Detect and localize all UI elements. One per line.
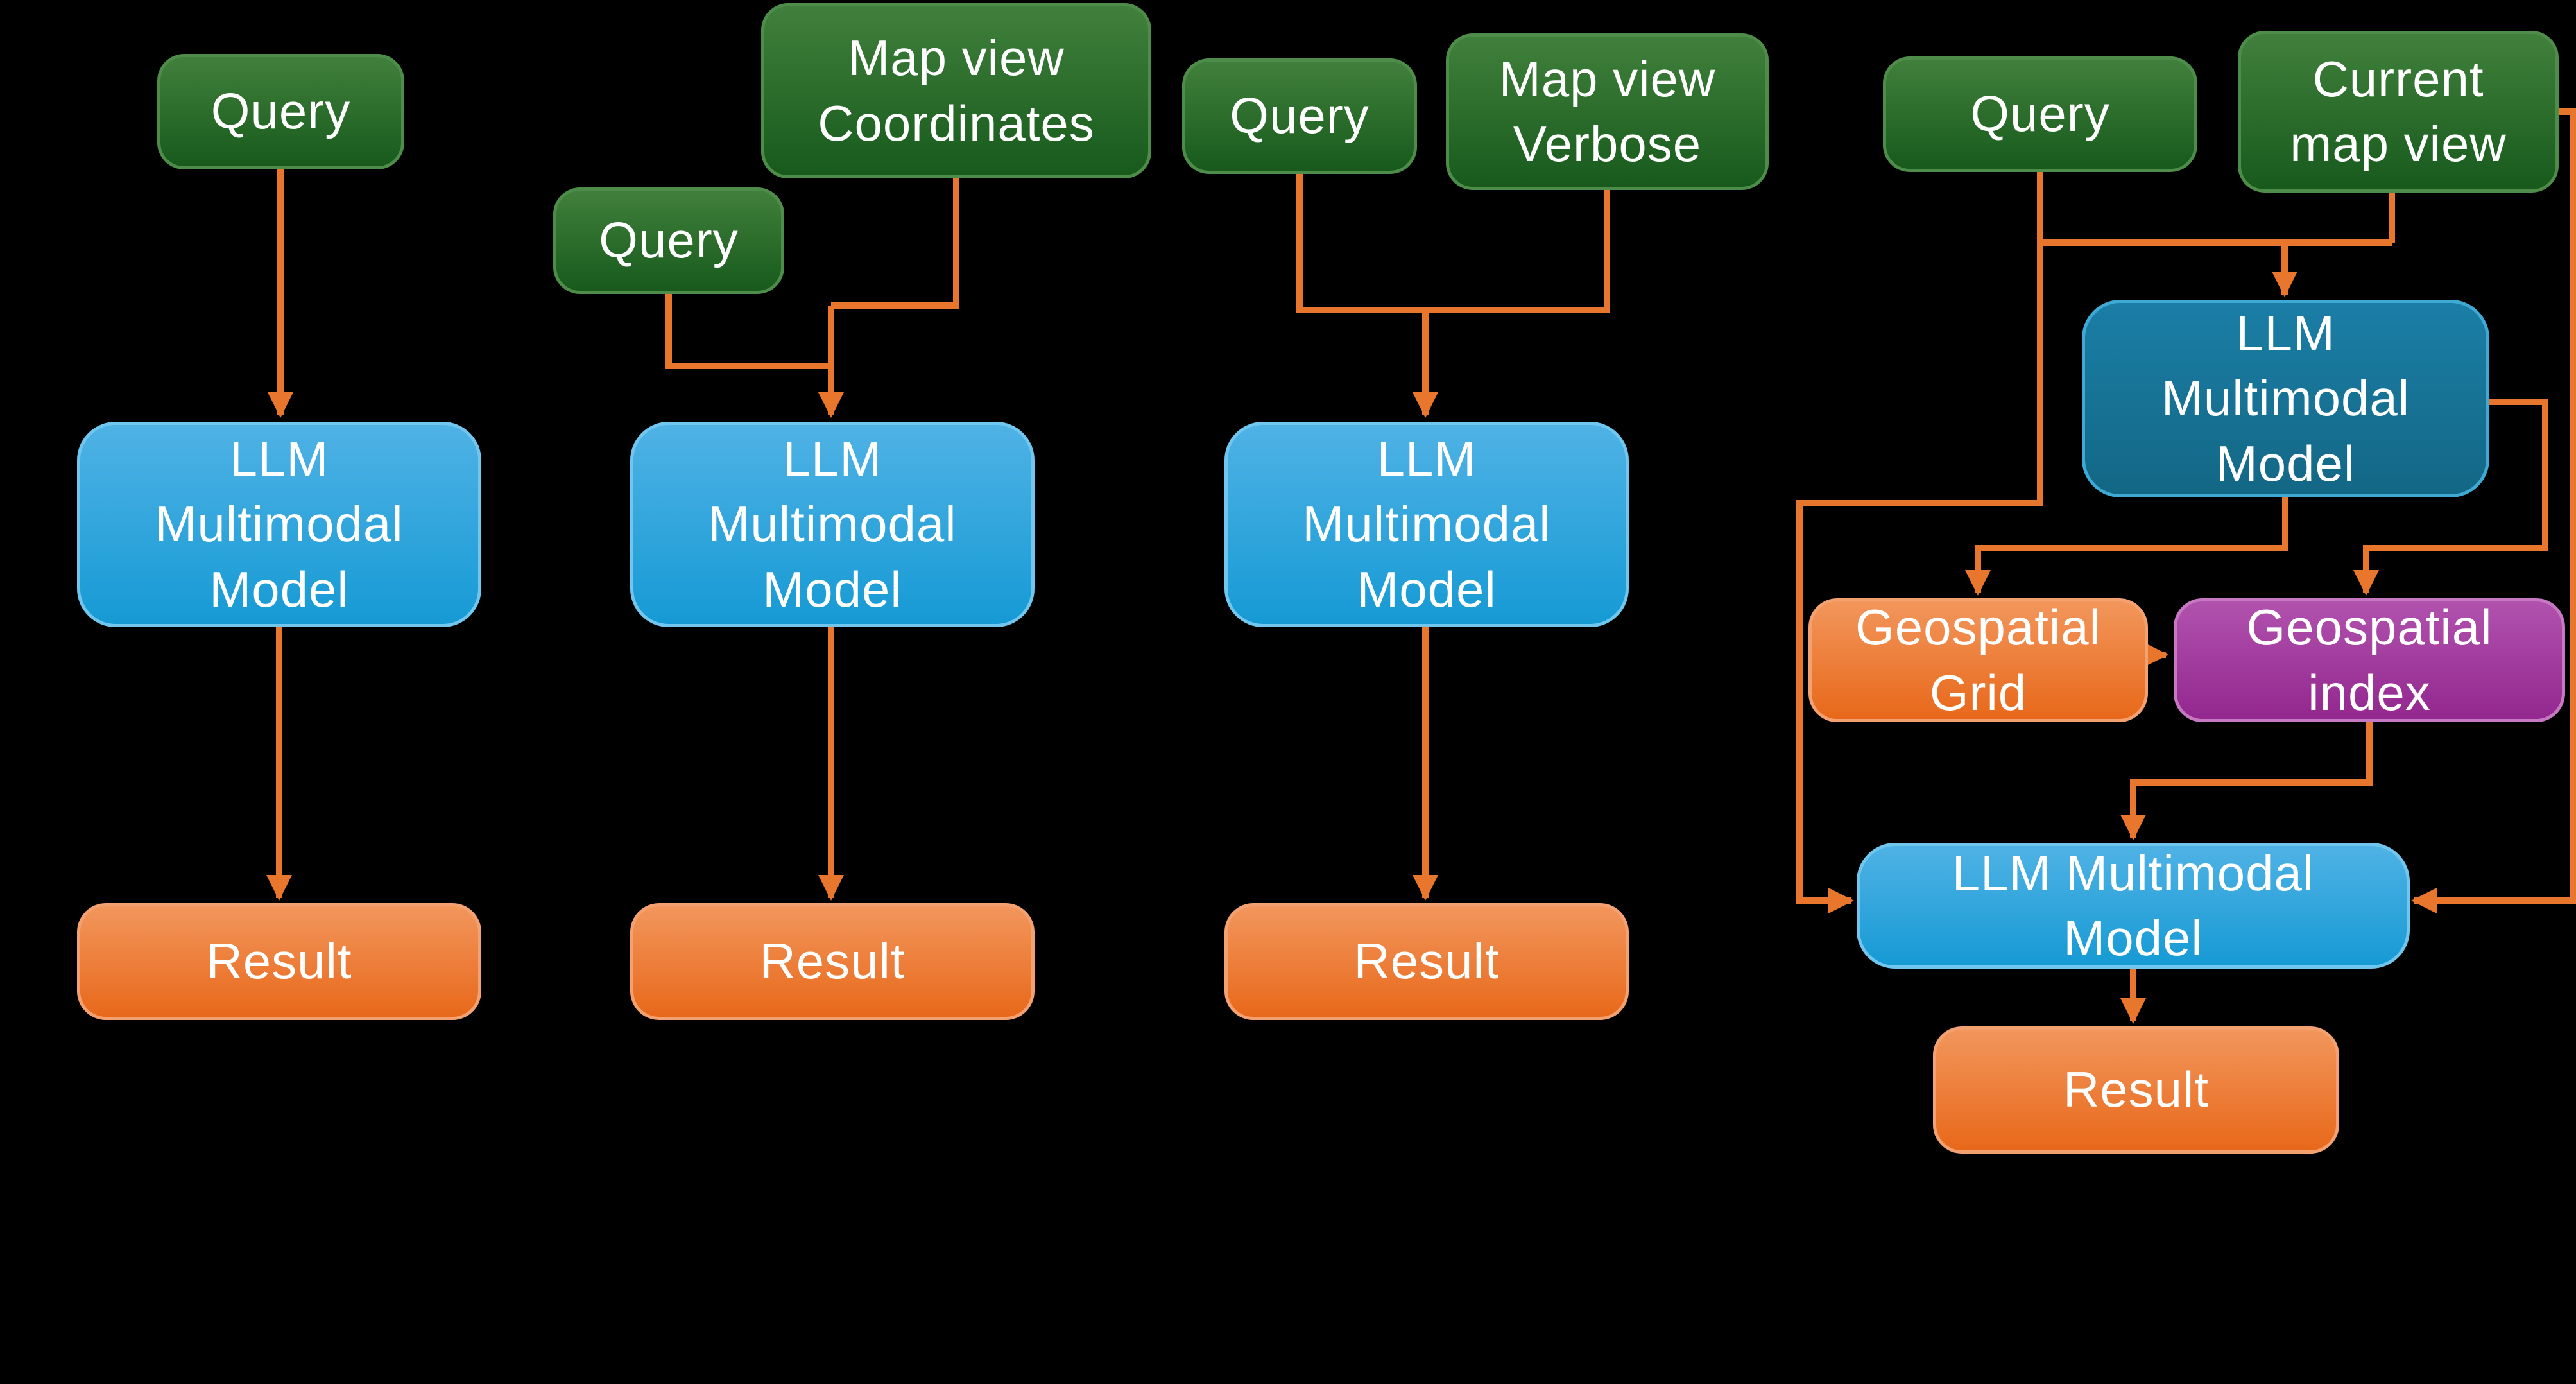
node-llm-multimodal-d3: LLM Multimodal Model <box>1224 422 1629 627</box>
node-llm-multimodal-planner-d4-label: LLM Multimodal Model <box>2161 304 2410 492</box>
node-current-map-view-d4: Current map view <box>2238 31 2559 193</box>
node-llm-multimodal-final-d4-label: LLM Multimodal Model <box>1952 844 2315 966</box>
node-llm-multimodal-d3-label: LLM Multimodal Model <box>1302 430 1551 618</box>
node-geospatial-index-d4: Geospatial index <box>2174 598 2565 722</box>
node-geospatial-index-d4-label: Geospatial index <box>2246 599 2493 721</box>
node-map-view-verbose-d3: Map view Verbose <box>1446 33 1769 190</box>
node-llm-multimodal-planner-d4: LLM Multimodal Model <box>2082 300 2489 497</box>
node-current-map-view-d4-label: Current map view <box>2290 50 2507 172</box>
node-llm-multimodal-d2: LLM Multimodal Model <box>630 422 1035 627</box>
line-d2-query-elbow <box>665 294 831 369</box>
node-query-d2: Query <box>553 187 784 294</box>
node-result-d3: Result <box>1224 903 1629 1020</box>
node-map-view-verbose-d3-label: Map view Verbose <box>1498 50 1716 172</box>
node-query-d1: Query <box>157 54 404 169</box>
node-geospatial-grid-d4-label: Geospatial Grid <box>1855 599 2101 721</box>
node-query-d2-label: Query <box>599 212 739 269</box>
node-map-view-coordinates-d2: Map view Coordinates <box>761 3 1151 178</box>
node-query-d1-label: Query <box>210 83 351 140</box>
node-result-d1: Result <box>77 903 481 1020</box>
node-geospatial-grid-d4: Geospatial Grid <box>1808 598 2148 722</box>
node-result-d2-label: Result <box>759 933 906 990</box>
node-result-d2: Result <box>630 903 1035 1020</box>
node-llm-multimodal-d1-label: LLM Multimodal Model <box>155 430 404 618</box>
arrow-d4-index-to-llm-final <box>2120 722 2373 841</box>
line-d3-verbose-elbow <box>1425 190 1610 313</box>
node-map-view-coordinates-d2-label: Map view Coordinates <box>818 30 1095 151</box>
line-d3-query-elbow <box>1296 174 1425 313</box>
arrow-d4-currentmap-to-llm-final <box>2410 108 2576 913</box>
node-llm-multimodal-final-d4: LLM Multimodal Model <box>1857 843 2410 969</box>
node-query-d4-label: Query <box>1970 85 2110 143</box>
arrow-d4-query-to-llm-final <box>1796 172 2043 913</box>
node-result-d4: Result <box>1933 1026 2339 1154</box>
node-result-d1-label: Result <box>206 933 352 990</box>
line-d2-mapview-elbow <box>831 178 959 309</box>
node-result-d3-label: Result <box>1353 933 1500 990</box>
node-llm-multimodal-d1: LLM Multimodal Model <box>77 422 481 627</box>
node-query-d4: Query <box>1883 56 2197 172</box>
arrow-d4-planner-to-grid <box>1965 497 2288 596</box>
node-llm-multimodal-d2-label: LLM Multimodal Model <box>708 430 957 618</box>
node-query-d3: Query <box>1182 58 1417 174</box>
node-result-d4-label: Result <box>2063 1061 2210 1118</box>
node-query-d3-label: Query <box>1230 87 1370 144</box>
